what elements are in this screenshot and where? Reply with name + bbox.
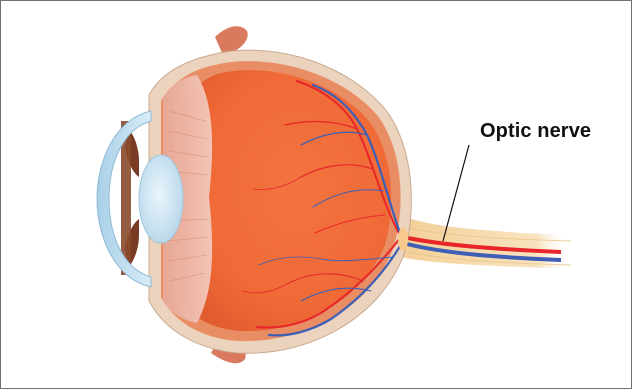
- optic-nerve-label: Optic nerve: [480, 120, 591, 143]
- leader-line: [443, 145, 469, 241]
- iris: [121, 121, 139, 275]
- optic-disc: [398, 227, 408, 251]
- lens: [139, 155, 183, 243]
- optic-nerve: [399, 215, 571, 269]
